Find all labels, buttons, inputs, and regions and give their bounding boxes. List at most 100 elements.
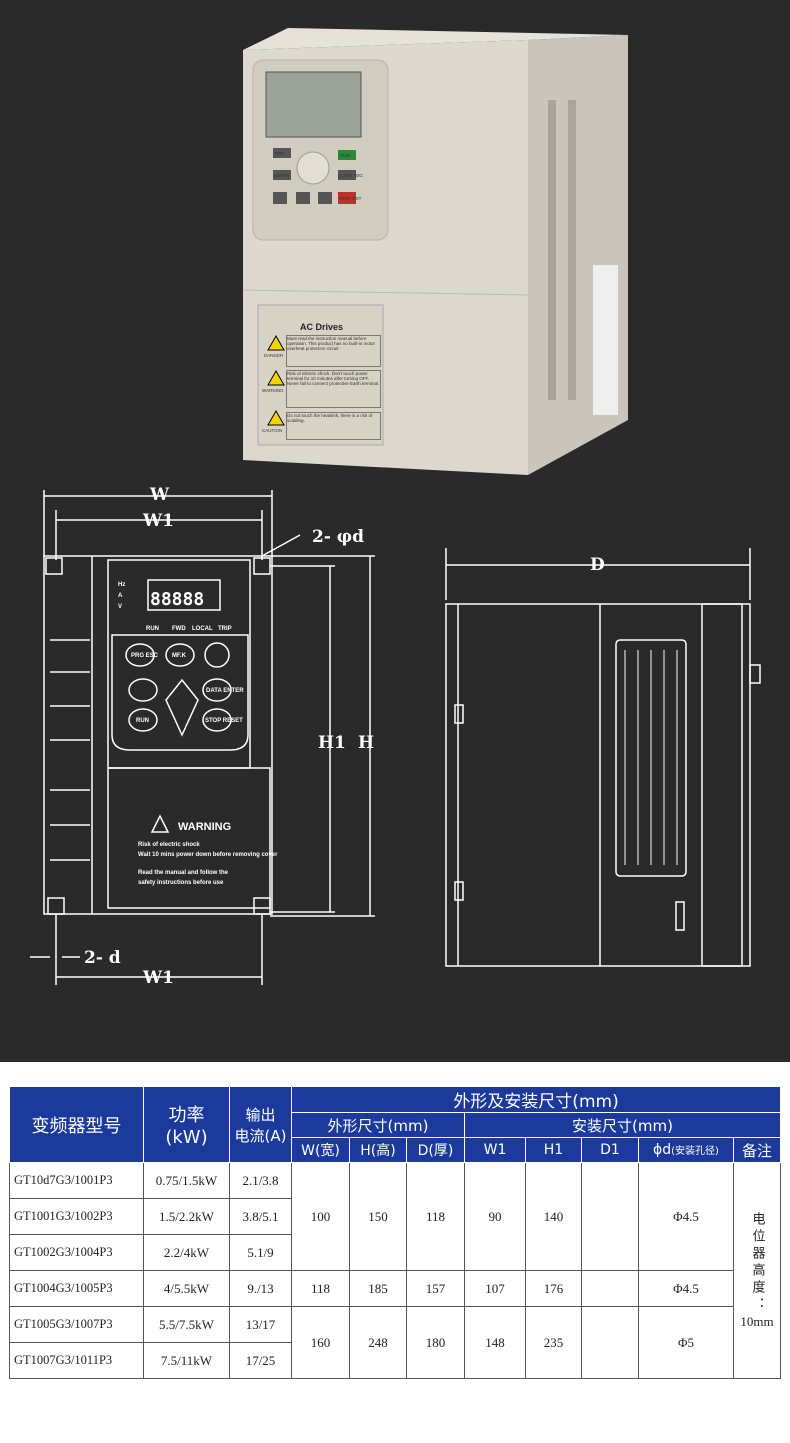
header-power-unit: (kW) [165, 1127, 208, 1148]
header-dims: 外形及安装尺寸(mm) [290, 1086, 782, 1113]
header-W: W(宽) [291, 1137, 350, 1163]
cell-H1: 140 [525, 1162, 582, 1271]
cell-current: 17/25 [229, 1342, 292, 1379]
cell-D: 157 [406, 1270, 465, 1307]
cell-model: GT1007G3/1011P3 [9, 1342, 144, 1379]
svg-text:RUN: RUN [146, 626, 159, 632]
cell-H: 248 [349, 1306, 407, 1379]
header-note: 备注 [732, 1137, 782, 1163]
cell-model: GT1005G3/1007P3 [9, 1306, 144, 1343]
cell-phid: Φ4.5 [638, 1270, 734, 1307]
header-current-unit: 电流(A) [234, 1126, 287, 1145]
svg-text:A: A [118, 593, 123, 599]
cell-W1: 107 [464, 1270, 526, 1307]
header-current: 输出 [245, 1105, 276, 1124]
cell-model: GT1002G3/1004P3 [9, 1234, 144, 1271]
svg-text:MF.K: MF.K [172, 653, 187, 659]
svg-text:V: V [118, 604, 122, 610]
header-H1: H1 [525, 1137, 582, 1163]
header-power: 功率 [168, 1105, 205, 1126]
svg-text:safety instructions before use: safety instructions before use [138, 880, 224, 886]
svg-text:PRG ESC: PRG ESC [131, 653, 159, 659]
cell-power: 4/5.5kW [143, 1270, 230, 1307]
table-row: GT1007G3/1011P3 7.5/11kW 17/25 [9, 1342, 781, 1379]
note-value: 10mm [740, 1313, 774, 1329]
header-model: 变频器型号 [9, 1086, 144, 1163]
dim-d: 2- d [84, 948, 121, 968]
cell-power: 1.5/2.2kW [143, 1198, 230, 1235]
cell-D1 [581, 1270, 639, 1307]
cell-current: 2.1/3.8 [229, 1162, 292, 1199]
header-mount: 安装尺寸(mm) [463, 1112, 782, 1138]
cell-W1: 90 [464, 1162, 526, 1271]
cell-W1: 148 [464, 1306, 526, 1379]
svg-text:STOP RESET: STOP RESET [205, 718, 243, 724]
cell-H1: 176 [525, 1270, 582, 1307]
cell-phid: Φ4.5 [638, 1162, 734, 1271]
cell-H1: 235 [525, 1306, 582, 1379]
warning-label: DANGER Must read the instruction manual … [262, 334, 381, 440]
cell-D1 [581, 1306, 639, 1379]
product-photo: PRG RUN ENTER QUICK JOG STOP RST AC Driv… [242, 28, 628, 475]
svg-text:RUN: RUN [340, 153, 350, 158]
cell-W: 100 [291, 1162, 350, 1271]
svg-text:TRIP: TRIP [218, 626, 232, 632]
svg-text:RUN: RUN [136, 718, 149, 724]
table-row: GT1005G3/1007P3 5.5/7.5kW 13/17 160 248 … [9, 1306, 781, 1379]
cell-model: GT10d7G3/1001P3 [9, 1162, 144, 1199]
table-row: GT1004G3/1005P3 4/5.5kW 9./13 118 185 15… [9, 1270, 781, 1307]
svg-text:Read the manual and follow the: Read the manual and follow the [138, 870, 229, 876]
cell-current: 5.1/9 [229, 1234, 292, 1271]
dim-hole: 2- φd [312, 527, 364, 547]
svg-text:DANGER: DANGER [264, 353, 284, 358]
front-view: 88888 PRG ESC MF.K DATA ENTER RUN STOP R… [43, 555, 278, 915]
svg-text:ENTER: ENTER [274, 173, 290, 178]
cell-current: 3.8/5.1 [229, 1198, 292, 1235]
cell-phid: Φ5 [638, 1306, 734, 1379]
header-D: D(厚) [406, 1137, 465, 1163]
cell-model: GT1001G3/1002P3 [9, 1198, 144, 1235]
side-view [445, 548, 761, 967]
svg-text:CAUTION: CAUTION [262, 428, 282, 433]
svg-text:QUICK JOG: QUICK JOG [338, 173, 363, 178]
svg-text:DATA ENTER: DATA ENTER [206, 688, 244, 694]
cell-current: 13/17 [229, 1306, 292, 1343]
spec-table: 变频器型号 功率(kW) 输出电流(A) 外形及安装尺寸(mm) 外形尺寸(mm… [9, 1086, 782, 1379]
cell-current: 9./13 [229, 1270, 292, 1307]
cell-note: 电位器高度：10mm [732, 1162, 782, 1379]
cell-W: 160 [291, 1306, 350, 1379]
cell-W: 118 [291, 1270, 350, 1307]
table-row: GT1002G3/1004P3 2.2/4kW 5.1/9 [9, 1234, 781, 1271]
header-phid: ϕd [653, 1142, 672, 1158]
svg-text:Risk of electric shock: Risk of electric shock [138, 842, 200, 848]
dim-H1: H1 [318, 733, 346, 753]
cell-power: 5.5/7.5kW [143, 1306, 230, 1343]
table-row: GT10d7G3/1001P3 0.75/1.5kW 2.1/3.8 100 1… [9, 1162, 782, 1379]
svg-text:Wait 10 mins power down before: Wait 10 mins power down before removing … [138, 852, 278, 858]
svg-text:Hz: Hz [118, 582, 125, 588]
dimension-drawing: 88888 PRG ESC MF.K DATA ENTER RUN STOP R… [30, 485, 761, 988]
svg-text:PRG: PRG [275, 151, 285, 156]
svg-text:STOP RST: STOP RST [339, 196, 362, 201]
cell-D1 [581, 1162, 639, 1271]
svg-text:FWD: FWD [172, 626, 186, 632]
header-outer: 外形尺寸(mm) [291, 1112, 465, 1138]
header-H: H(高) [349, 1137, 407, 1163]
dim-W1-top: W1 [142, 511, 174, 531]
cell-D: 118 [406, 1162, 465, 1271]
dim-W1-bottom: W1 [142, 968, 174, 988]
cell-power: 7.5/11kW [143, 1342, 230, 1379]
svg-text:LOCAL: LOCAL [192, 626, 213, 632]
note-text: 电位器高度： [749, 1211, 765, 1314]
svg-text:WARNING: WARNING [178, 821, 231, 833]
svg-text:WARNING: WARNING [262, 388, 284, 393]
display-readout: 88888 [150, 589, 204, 610]
header-phid-sub: (安装孔径) [671, 1146, 719, 1157]
cell-D: 180 [406, 1306, 465, 1379]
cell-power: 2.2/4kW [143, 1234, 230, 1271]
cell-H: 185 [349, 1270, 407, 1307]
header-W1: W1 [464, 1137, 526, 1163]
dim-H: H [358, 733, 374, 753]
cell-H: 150 [349, 1162, 407, 1271]
cell-power: 0.75/1.5kW [143, 1162, 230, 1199]
